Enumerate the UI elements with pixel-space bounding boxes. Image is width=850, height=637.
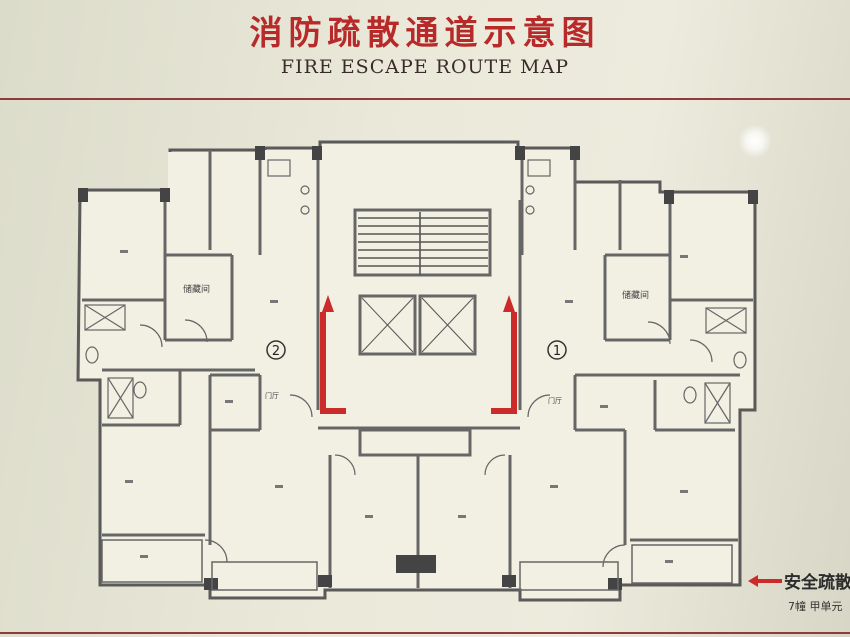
interior-walls [82, 150, 753, 588]
escape-route-arrows [320, 295, 517, 414]
balconies [101, 539, 733, 591]
unit-marker-2 [266, 340, 286, 360]
unit-marker-1 [547, 340, 567, 360]
bottom-divider [0, 632, 850, 634]
light-glare [738, 124, 772, 158]
stair-treads [358, 212, 488, 275]
unit-number-1: 1 [553, 344, 561, 359]
room-markers [120, 250, 688, 563]
elevator-cars [361, 297, 474, 353]
unit-number-2: 2 [272, 344, 280, 359]
entrance-right-label: 门厅 [548, 396, 562, 405]
storage-room-right-label: 储藏间 [622, 289, 649, 301]
sign-title-chinese: 消防疏散通道示意图 [249, 13, 601, 52]
legend-building-label: 7幢 甲单元 [788, 600, 843, 613]
door-swings [139, 319, 713, 568]
escape-arrow-left [320, 295, 346, 414]
escape-arrow-right [491, 295, 517, 414]
title-divider [0, 98, 850, 100]
structural-columns [78, 146, 758, 590]
building-outline [76, 140, 757, 602]
floor-area [80, 144, 753, 598]
sign-title-english: FIRE ESCAPE ROUTE MAP [280, 56, 570, 78]
legend-label: 安全疏散 [784, 573, 850, 593]
bathroom-fixtures [84, 159, 747, 424]
legend-arrow-icon [748, 575, 782, 587]
storage-room-left-label: 储藏间 [183, 283, 210, 295]
entrance-left-label: 门厅 [265, 391, 279, 400]
